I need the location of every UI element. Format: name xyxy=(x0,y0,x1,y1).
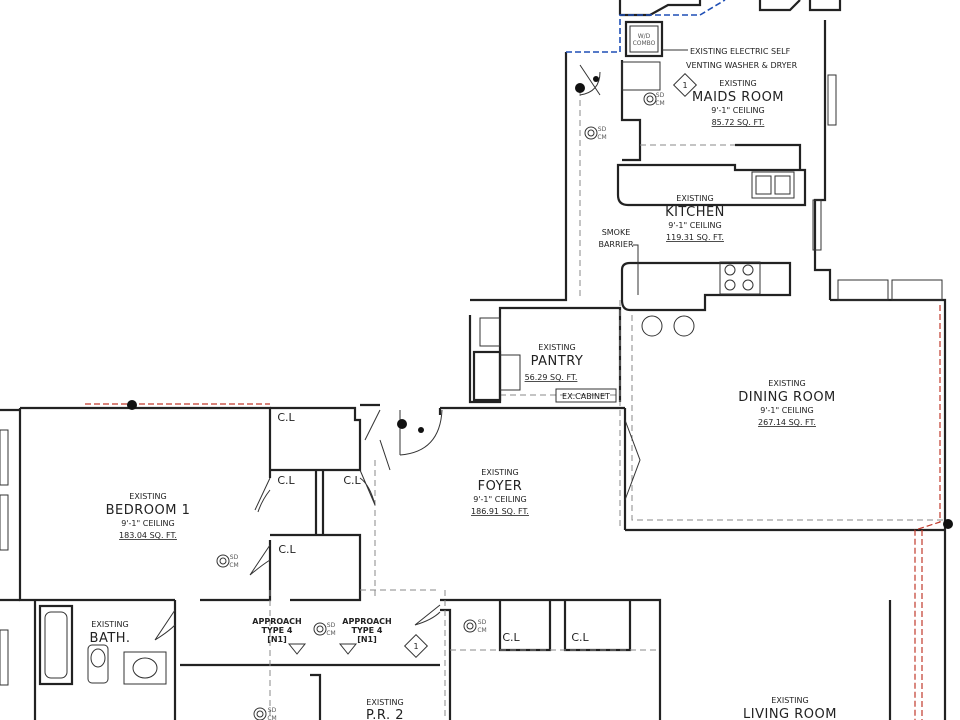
cm-label: CM xyxy=(655,100,664,107)
dashed-lines xyxy=(269,90,945,720)
dining-room-existing: EXISTING xyxy=(768,379,805,388)
sd-label: SD xyxy=(327,622,336,629)
cm-label: CM xyxy=(597,134,606,141)
sd-label: SD xyxy=(478,619,487,626)
sd-label: SD xyxy=(598,126,607,133)
sd-label: SD xyxy=(230,554,239,561)
closet-label: C.L xyxy=(278,543,296,556)
pantry-name: PANTRY xyxy=(531,354,584,369)
sd-marker xyxy=(216,554,230,568)
bedroom-name: BEDROOM 1 xyxy=(106,503,191,518)
sd-marker xyxy=(463,619,477,633)
washer-dryer xyxy=(621,20,664,91)
sd-marker xyxy=(643,92,657,106)
ex-cabinet-label: EX.CABINET xyxy=(562,392,610,401)
blue-line xyxy=(566,0,726,53)
foyer-existing: EXISTING xyxy=(481,468,518,477)
kitchen-area: 119.31 SQ. FT. xyxy=(666,233,724,242)
bedroom-existing: EXISTING xyxy=(129,492,166,501)
dining-room-area: 267.14 SQ. FT. xyxy=(758,418,816,427)
approach-ref-2: [N1] xyxy=(357,635,377,644)
column-markers xyxy=(127,76,953,529)
washer-note-1: EXISTING ELECTRIC SELF xyxy=(690,47,791,56)
maids-room-existing: EXISTING xyxy=(719,79,756,88)
wd-combo-label-2: COMBO xyxy=(633,40,656,47)
bedroom-ceiling: 9'-1" CEILING xyxy=(121,519,175,528)
smoke-barrier-label-1: SMOKE xyxy=(602,228,631,237)
bath-name: BATH. xyxy=(90,631,131,646)
cm-label: CM xyxy=(229,562,238,569)
smoke-detectors: SD CM SD CM SD CM SD CM SD CM SD CM xyxy=(216,92,665,720)
approach-type-1: TYPE 4 xyxy=(262,626,293,635)
closet-label: C.L xyxy=(343,474,361,487)
approach-arrows xyxy=(287,643,358,655)
ex-cabinet-box xyxy=(555,388,617,403)
approach-label-1: APPROACH xyxy=(252,617,301,626)
cm-label: CM xyxy=(477,627,486,634)
sd-marker xyxy=(253,707,267,720)
red-lines xyxy=(85,305,941,720)
kitchen-ceiling: 9'-1" CEILING xyxy=(668,221,722,230)
kitchen-island xyxy=(620,261,792,337)
cm-label: CM xyxy=(326,630,335,637)
living-room-name: LIVING ROOM xyxy=(743,707,837,720)
closet-label: C.L xyxy=(277,411,295,424)
bath-existing: EXISTING xyxy=(91,620,128,629)
kitchen-existing: EXISTING xyxy=(676,194,713,203)
bedroom-area: 183.04 SQ. FT. xyxy=(119,531,177,540)
door-tags: 1 1 xyxy=(403,72,698,659)
bath-fixtures xyxy=(38,604,167,686)
washer-note-2: VENTING WASHER & DRYER xyxy=(686,61,798,70)
wd-combo-label-1: W/D xyxy=(638,33,651,40)
approach-ref-1: [N1] xyxy=(267,635,287,644)
approach-type-2: TYPE 4 xyxy=(352,626,383,635)
smoke-leader xyxy=(633,244,639,295)
living-room-existing: EXISTING xyxy=(771,696,808,705)
pantry-area: 56.29 SQ. FT. xyxy=(525,373,578,382)
dining-room-ceiling: 9'-1" CEILING xyxy=(760,406,814,415)
pantry-existing: EXISTING xyxy=(538,343,575,352)
closet-label: C.L xyxy=(502,631,520,644)
tag-label: 1 xyxy=(682,81,687,90)
maids-room-ceiling: 9'-1" CEILING xyxy=(711,106,765,115)
cm-label: CM xyxy=(267,715,276,720)
kitchen-name: KITCHEN xyxy=(665,205,725,220)
tag-label: 1 xyxy=(413,642,418,651)
sd-label: SD xyxy=(656,92,665,99)
approach-label-2: APPROACH xyxy=(342,617,391,626)
closet-label: C.L xyxy=(571,631,589,644)
sd-marker xyxy=(584,126,598,140)
foyer-ceiling: 9'-1" CEILING xyxy=(473,495,527,504)
smoke-barrier-label-2: BARRIER xyxy=(598,240,633,249)
closet-label: C.L xyxy=(277,474,295,487)
pr2-existing: EXISTING xyxy=(366,698,403,707)
doors xyxy=(154,64,641,641)
maids-room-name: MAIDS ROOM xyxy=(692,90,784,105)
sd-label: SD xyxy=(268,707,277,714)
foyer-area: 186.91 SQ. FT. xyxy=(471,507,529,516)
maids-room-area: 85.72 SQ. FT. xyxy=(712,118,765,127)
pr2-name: P.R. 2 xyxy=(366,708,404,720)
kitchen-counter xyxy=(616,163,807,207)
pantry-shelves xyxy=(472,317,502,402)
sd-marker xyxy=(313,622,327,636)
foyer-name: FOYER xyxy=(478,479,523,494)
dining-room-name: DINING ROOM xyxy=(738,390,836,405)
windows xyxy=(0,74,943,686)
